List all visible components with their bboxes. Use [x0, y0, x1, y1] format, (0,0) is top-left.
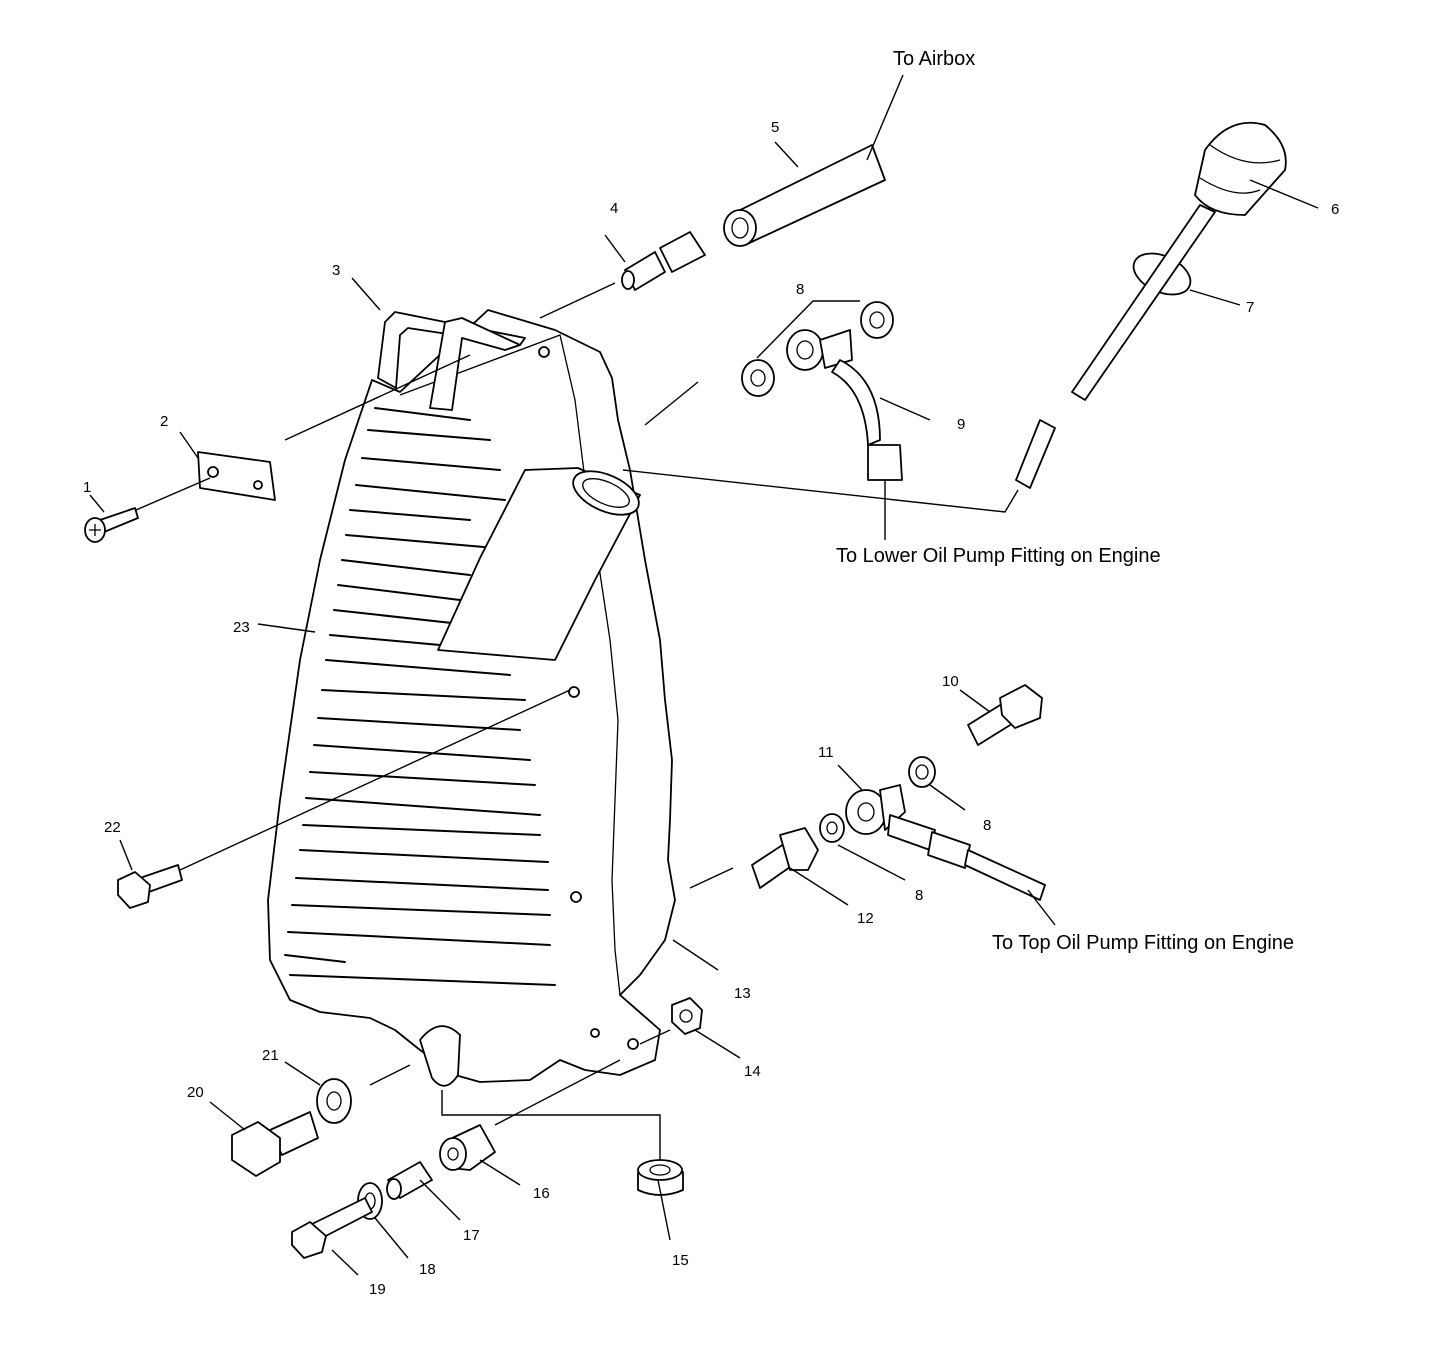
part-16-grommet	[439, 1124, 496, 1171]
part-8-washers-upper	[741, 301, 894, 397]
part-6-dipstick-cap	[1194, 121, 1287, 216]
callout-14: 14	[744, 1063, 761, 1080]
leader-lines	[89, 74, 1319, 1276]
callout-8-lower-right: 8	[983, 817, 991, 834]
callout-numbers: 1 2 3 4 5 6 7 8 8 8 9 10 11 12 13 14 15 …	[83, 119, 1339, 1298]
callout-2: 2	[160, 413, 168, 430]
part-9-banjo-line	[786, 329, 903, 481]
callout-5: 5	[771, 119, 779, 136]
annotations: To Airbox To Lower Oil Pump Fitting on E…	[836, 48, 1294, 954]
part-19-bolt	[291, 1197, 373, 1259]
part-8-washers-lower	[819, 756, 936, 843]
callout-3: 3	[332, 262, 340, 279]
part-22-bolt	[117, 864, 183, 909]
part-14-nut	[671, 997, 703, 1035]
callout-12: 12	[857, 910, 874, 927]
callout-23: 23	[233, 619, 250, 636]
part-11-banjo-lower	[845, 784, 1046, 901]
part-4-fitting	[621, 231, 706, 291]
part-7-o-ring	[1015, 204, 1216, 489]
callout-19: 19	[369, 1281, 386, 1298]
label-to-top-oil-pump: To Top Oil Pump Fitting on Engine	[992, 932, 1294, 954]
callout-8-upper: 8	[796, 281, 804, 298]
callout-13: 13	[734, 985, 751, 1002]
part-20-drain-bolt	[231, 1111, 319, 1177]
part-10-bolt	[967, 684, 1043, 746]
callout-7: 7	[1246, 299, 1254, 316]
callout-6: 6	[1331, 201, 1339, 218]
callout-8-lower-left: 8	[915, 887, 923, 904]
callout-18: 18	[419, 1261, 436, 1278]
callout-15: 15	[672, 1252, 689, 1269]
part-21-washer	[316, 1078, 352, 1124]
part-2-bracket	[197, 451, 276, 501]
label-to-lower-oil-pump: To Lower Oil Pump Fitting on Engine	[836, 545, 1161, 567]
callout-21: 21	[262, 1047, 279, 1064]
part-12-fitting	[751, 827, 819, 889]
callout-1: 1	[83, 479, 91, 496]
callout-22: 22	[104, 819, 121, 836]
part-15-grommet	[637, 1159, 684, 1196]
callout-17: 17	[463, 1227, 480, 1244]
part-5-hose	[723, 144, 886, 247]
part-17-sleeve	[386, 1161, 433, 1200]
callout-16: 16	[533, 1185, 550, 1202]
callout-11: 11	[818, 744, 834, 761]
part-1-screw	[84, 507, 139, 543]
callout-10: 10	[942, 673, 959, 690]
callout-20: 20	[187, 1084, 204, 1101]
oil-tank	[267, 309, 676, 1087]
callout-9: 9	[957, 416, 965, 433]
label-to-airbox: To Airbox	[893, 48, 975, 70]
callout-4: 4	[610, 200, 618, 217]
